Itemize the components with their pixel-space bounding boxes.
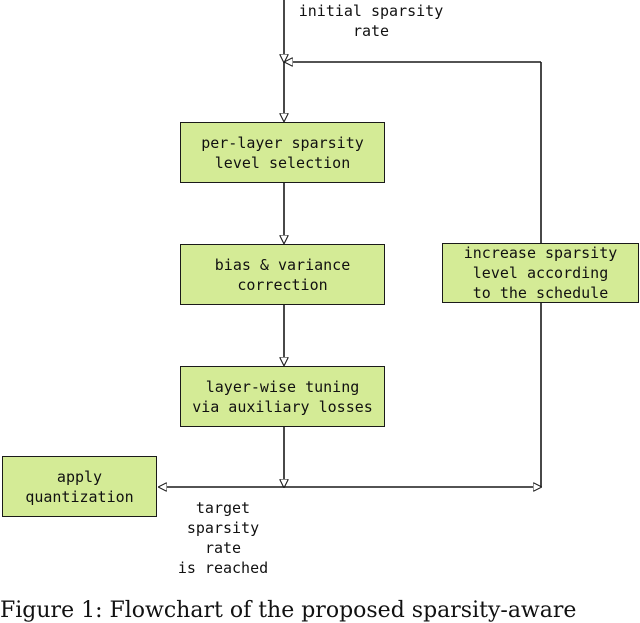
initial-sparsity-label: initial sparsity rate [298, 2, 444, 40]
selection-box: per-layer sparsity level selection [180, 122, 385, 183]
correction-box: bias & variance correction [180, 244, 385, 305]
increase-box: increase sparsity level according to the… [442, 243, 639, 303]
tuning-box: layer-wise tuning via auxiliary losses [180, 366, 385, 427]
figure-caption: Figure 1: Flowchart of the proposed spar… [0, 598, 577, 623]
target-sparsity-label: target sparsity rate is reached [177, 499, 269, 577]
flowchart-connectors [0, 0, 640, 609]
quantization-box: apply quantization [2, 456, 157, 517]
